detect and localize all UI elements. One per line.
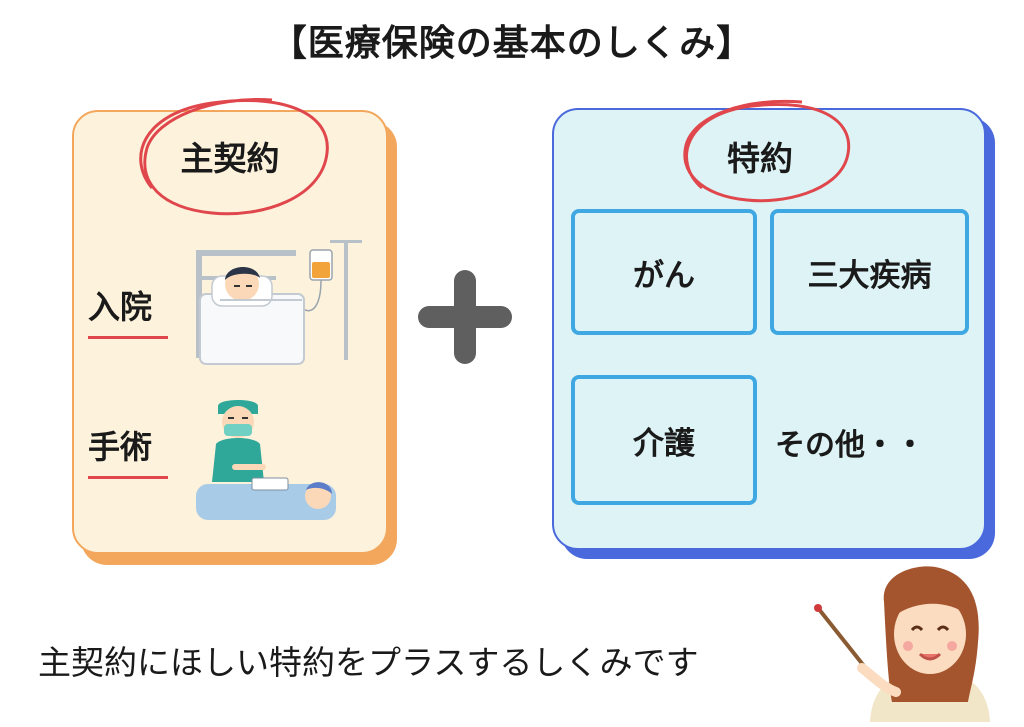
red-circle-highlight <box>139 98 329 216</box>
rider-box-nursing-care: 介護 <box>571 375 757 505</box>
surgery-icon <box>196 400 336 520</box>
teacher-with-pointer-icon <box>814 566 990 722</box>
surgery-label: 手術 <box>88 428 153 466</box>
rider-title: 特約 <box>727 139 793 178</box>
rider-other-text: その他・・ <box>775 428 925 463</box>
plus-sign-vertical <box>454 270 476 364</box>
hospitalization-label: 入院 <box>88 288 153 326</box>
hospital-bed-icon <box>196 240 362 365</box>
rider-box-cancer: がん <box>571 209 757 335</box>
rider-box-three-major-diseases: 三大疾病 <box>770 209 969 335</box>
hospitalization-underline <box>88 336 168 339</box>
caption-text: 主契約にほしい特約をプラスするしくみです <box>38 643 699 682</box>
main-contract-title: 主契約 <box>180 139 280 178</box>
surgery-underline <box>88 476 168 479</box>
red-circle-highlight-rider <box>683 99 851 203</box>
diagram-title: 【医療保険の基本のしくみ】 <box>270 23 754 64</box>
